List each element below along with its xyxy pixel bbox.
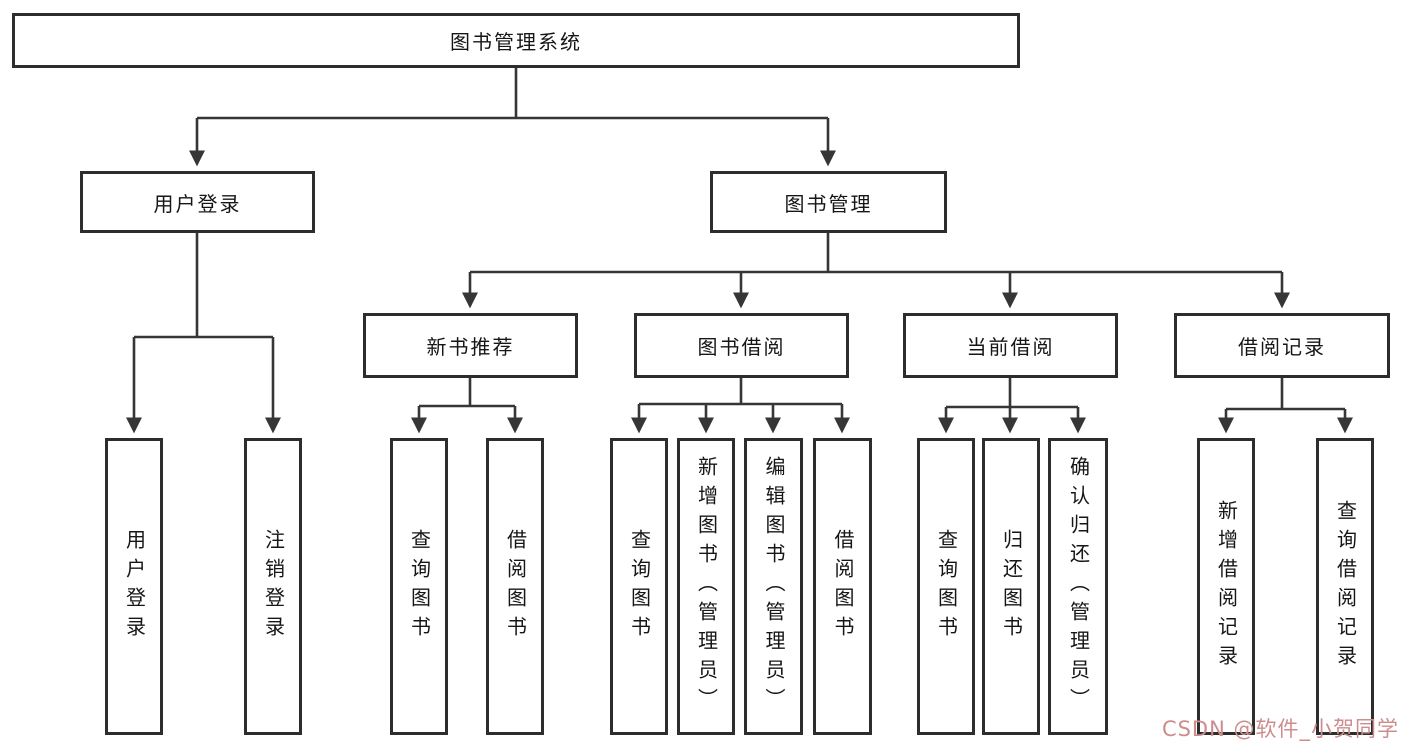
leaf-borrowing-add-books-admin-label: 新增图书（管理员） [694, 456, 719, 717]
leaf-borrowing-edit-books-admin-label: 编辑图书（管理员） [762, 456, 786, 717]
node-new-book-recommendation: 新书推荐 [363, 313, 578, 378]
leaf-records-query-record-label: 查询借阅记录 [1333, 499, 1358, 674]
leaf-logout: 注销登录 [244, 438, 302, 735]
leaf-recommend-borrow-books: 借阅图书 [486, 438, 544, 735]
leaf-records-add-record: 新增借阅记录 [1197, 438, 1255, 735]
leaf-current-query-books-label: 查询图书 [934, 528, 959, 645]
node-book-borrowing-label: 图书借阅 [697, 335, 786, 359]
leaf-records-query-record: 查询借阅记录 [1316, 438, 1374, 735]
leaf-current-return-books-label: 归还图书 [999, 528, 1024, 645]
node-user-login-label: 用户登录 [153, 191, 242, 216]
leaf-current-confirm-return-admin-label: 确认归还（管理员） [1066, 456, 1091, 717]
leaf-current-return-books: 归还图书 [982, 438, 1040, 735]
leaf-borrowing-query-books-label: 查询图书 [627, 528, 652, 645]
node-current-borrowing: 当前借阅 [903, 313, 1118, 378]
leaf-borrowing-add-books-admin: 新增图书（管理员） [677, 438, 735, 735]
node-book-management-label: 图书管理 [784, 191, 873, 216]
node-borrowing-records: 借阅记录 [1174, 313, 1390, 378]
leaf-recommend-borrow-books-label: 借阅图书 [503, 528, 528, 645]
leaf-logout-label: 注销登录 [261, 528, 286, 645]
node-borrowing-records-label: 借阅记录 [1238, 335, 1326, 359]
leaf-user-login-label: 用户登录 [122, 528, 147, 645]
node-book-borrowing: 图书借阅 [634, 313, 849, 378]
leaf-borrowing-borrow-books: 借阅图书 [813, 438, 872, 735]
watermark: CSDN @软件_小贺同学 [1161, 717, 1399, 741]
node-new-book-recommendation-label: 新书推荐 [426, 335, 515, 359]
leaf-borrowing-borrow-books-label: 借阅图书 [831, 528, 855, 645]
leaf-recommend-query-books-label: 查询图书 [407, 528, 432, 645]
node-root-label: 图书管理系统 [450, 30, 582, 54]
leaf-records-add-record-label: 新增借阅记录 [1214, 499, 1239, 674]
leaf-current-confirm-return-admin: 确认归还（管理员） [1048, 438, 1108, 735]
node-user-login: 用户登录 [80, 171, 315, 233]
leaf-borrowing-query-books: 查询图书 [610, 438, 668, 735]
leaf-user-login: 用户登录 [105, 438, 163, 735]
node-book-management: 图书管理 [710, 171, 947, 233]
leaf-borrowing-edit-books-admin: 编辑图书（管理员） [744, 438, 803, 735]
leaf-recommend-query-books: 查询图书 [390, 438, 448, 735]
leaf-current-query-books: 查询图书 [917, 438, 975, 735]
node-current-borrowing-label: 当前借阅 [966, 335, 1055, 359]
node-root: 图书管理系统 [12, 13, 1020, 68]
